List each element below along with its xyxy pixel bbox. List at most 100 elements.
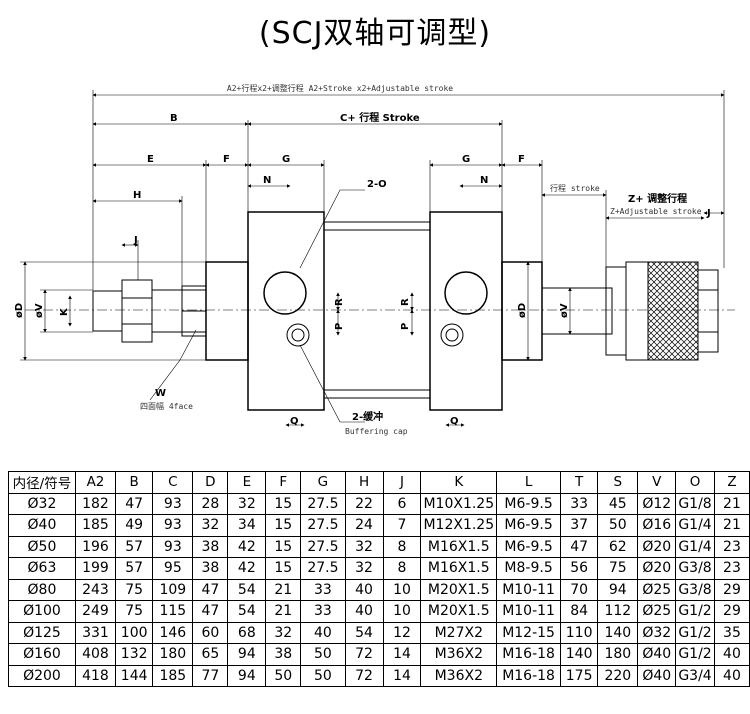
spec-table-cell: 68	[227, 621, 267, 644]
dim-n-left-label: N	[263, 175, 271, 186]
spec-table-cell: Ø25	[637, 578, 677, 601]
spec-table-cell: M20X1.5	[420, 578, 498, 601]
spec-table-cell: 28	[192, 492, 229, 515]
dim-f-left-label: F	[223, 154, 230, 165]
spec-table-cell: 75	[115, 578, 154, 601]
spec-table-cell: 243	[74, 578, 117, 601]
spec-table-header-cell: B	[115, 471, 154, 494]
dim-g-right-label: G	[462, 154, 470, 165]
spec-table-cell: Ø80	[8, 578, 76, 601]
dim-q-right-label: Q	[450, 416, 459, 427]
spec-table-cell: 94	[597, 578, 639, 601]
spec-table-cell: 23	[713, 557, 750, 580]
spec-table-cell: 180	[152, 643, 194, 666]
spec-table-cell: Ø40	[637, 643, 677, 666]
spec-table-cell: 65	[192, 643, 229, 666]
spec-table-cell: 47	[192, 600, 229, 623]
spec-table-cell: G3/4	[675, 664, 715, 687]
spec-table-cell: 32	[192, 514, 229, 537]
spec-table-cell: 60	[192, 621, 229, 644]
dim-v-left-label: øV	[34, 303, 45, 318]
dim-v-right-label: øV	[559, 303, 570, 318]
spec-table-cell: M6-9.5	[496, 492, 562, 515]
spec-table-cell: 15	[265, 492, 302, 515]
spec-table-cell: Ø40	[637, 664, 677, 687]
spec-table-cell: 50	[300, 664, 346, 687]
spec-table-header-cell: G	[300, 471, 346, 494]
spec-table-cell: 12	[382, 621, 422, 644]
spec-table-cell: 40	[300, 621, 346, 644]
dim-d-left-label: øD	[14, 303, 25, 318]
spec-table-cell: 38	[192, 535, 229, 558]
spec-table-header-cell: F	[265, 471, 302, 494]
cushion-en-label: Buffering cap	[345, 427, 408, 436]
spec-table-cell: Ø160	[8, 643, 76, 666]
spec-table-cell: 40	[344, 600, 384, 623]
spec-table-cell: M10-11	[496, 578, 562, 601]
spec-table-cell: 47	[560, 535, 599, 558]
spec-table-cell: 32	[344, 535, 384, 558]
spec-table-cell: M12-15	[496, 621, 562, 644]
spec-table-cell: Ø20	[637, 557, 677, 580]
spec-table-cell: 50	[597, 514, 639, 537]
spec-table-cell: 50	[265, 664, 302, 687]
spec-table-header-cell: D	[192, 471, 229, 494]
spec-table-header-cell: J	[382, 471, 422, 494]
spec-table-cell: 27.5	[300, 557, 346, 580]
spec-table-header-cell: K	[420, 471, 498, 494]
spec-table-cell: 182	[74, 492, 117, 515]
overall-length-label: A2+行程x2+调整行程 A2+Stroke x2+Adjustable str…	[227, 83, 453, 93]
spec-table-cell: 146	[152, 621, 194, 644]
spec-table-cell: 196	[74, 535, 117, 558]
dim-r-left-label: R	[334, 298, 345, 306]
spec-table-cell: 29	[713, 578, 750, 601]
spec-table-cell: 94	[227, 664, 267, 687]
spec-table-cell: Ø32	[8, 492, 76, 515]
spec-table-cell: 54	[344, 621, 384, 644]
spec-table-cell: 21	[265, 578, 302, 601]
spec-table-cell: 47	[115, 492, 154, 515]
spec-table-cell: 54	[227, 600, 267, 623]
spec-table-cell: M10X1.25	[420, 492, 498, 515]
spec-table-cell: 75	[597, 557, 639, 580]
spec-table-header-cell: Z	[713, 471, 750, 494]
spec-table-cell: 22	[344, 492, 384, 515]
spec-table-cell: 35	[713, 621, 750, 644]
adjust-stroke-en-label: Z+Adjustable stroke	[610, 207, 702, 216]
spec-table-cell: 21	[265, 600, 302, 623]
dim-f-right-label: F	[518, 154, 525, 165]
spec-table-cell: Ø125	[8, 621, 76, 644]
spec-table-cell: 24	[344, 514, 384, 537]
spec-table-cell: Ø25	[637, 600, 677, 623]
dim-e-label: E	[147, 154, 154, 165]
spec-table-cell: 249	[74, 600, 117, 623]
dim-d-right-label: øD	[517, 303, 528, 318]
spec-table-cell: 34	[227, 514, 267, 537]
spec-table-cell: 21	[713, 492, 750, 515]
page-title: (SCJ双轴可调型)	[258, 16, 492, 51]
spec-table-cell: G1/4	[675, 535, 715, 558]
spec-table-cell: 140	[560, 643, 599, 666]
spec-table-cell: 418	[74, 664, 117, 687]
spec-table-cell: 40	[713, 664, 750, 687]
spec-table-cell: 57	[115, 557, 154, 580]
spec-table-cell: 175	[560, 664, 599, 687]
spec-table-cell: 33	[300, 578, 346, 601]
spec-table-cell: Ø200	[8, 664, 76, 687]
dim-h-label: H	[133, 190, 141, 201]
spec-table-cell: 199	[74, 557, 117, 580]
adjust-stroke-cn-label: Z+ 调整行程	[628, 192, 687, 205]
spec-table-cell: 132	[115, 643, 154, 666]
spec-table-cell: 62	[597, 535, 639, 558]
spec-table-cell: G1/8	[675, 492, 715, 515]
spec-table-cell: 7	[382, 514, 422, 537]
spec-table-cell: M27X2	[420, 621, 498, 644]
cushion-label: 2-缓冲	[352, 410, 383, 423]
spec-table-cell: M20X1.5	[420, 600, 498, 623]
spec-table-cell: 6	[382, 492, 422, 515]
spec-table-cell: 14	[382, 664, 422, 687]
